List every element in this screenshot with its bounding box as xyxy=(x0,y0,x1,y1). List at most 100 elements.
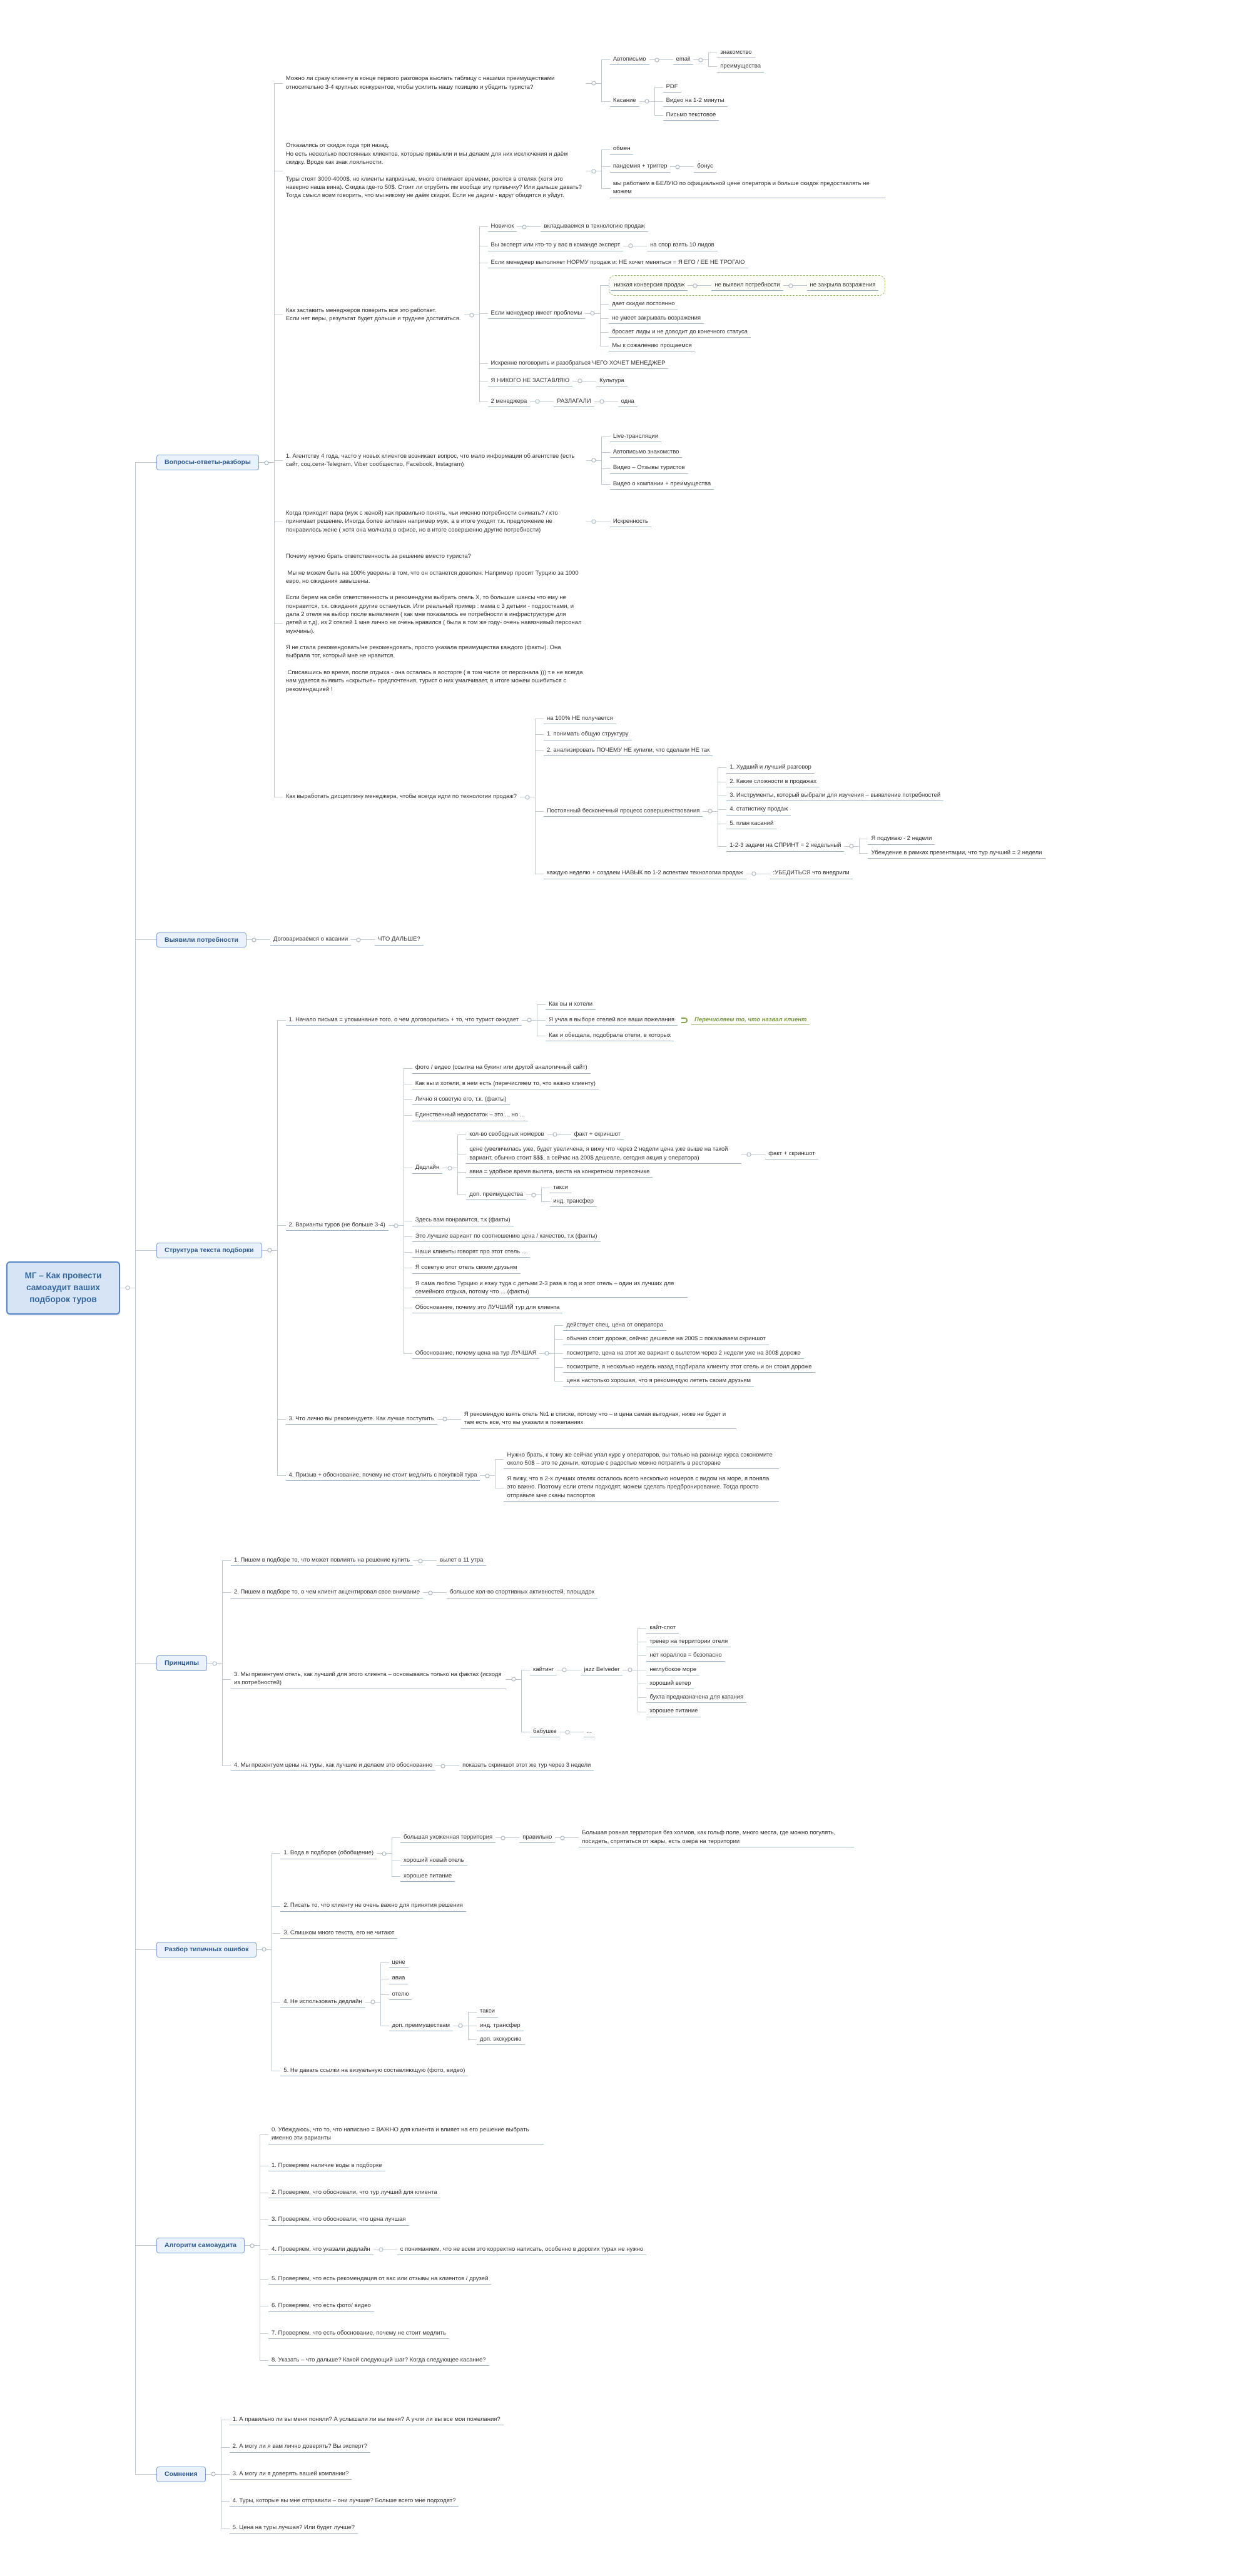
collapse-toggle-icon[interactable] xyxy=(591,519,596,524)
collapse-toggle-icon[interactable] xyxy=(599,399,604,404)
topic-node[interactable]: 2. Варианты туров (не больше 3-4) xyxy=(285,1220,389,1231)
topic-node[interactable]: цена настолько хорошая, что я рекомендую… xyxy=(563,1376,755,1387)
collapse-toggle-icon[interactable] xyxy=(447,1166,452,1171)
topic-node[interactable]: хорошее питание xyxy=(400,1871,455,1882)
topic-node[interactable]: 7. Проверяем, что есть обоснование, поче… xyxy=(268,2328,449,2339)
topic-node[interactable]: кайт-спот xyxy=(646,1623,679,1634)
topic-node[interactable]: Почему нужно брать ответственность за ре… xyxy=(285,552,583,693)
topic-node[interactable]: 4. Не использовать дедлайн xyxy=(280,1997,365,2008)
topic-node[interactable]: Я подумаю - 2 недели xyxy=(868,834,935,845)
topic-node[interactable]: Видео о компании + преимущества xyxy=(609,479,714,490)
collapse-toggle-icon[interactable] xyxy=(644,99,649,104)
topic-node[interactable]: 4. Призыв + обоснование, почему не стоит… xyxy=(285,1470,480,1482)
collapse-toggle-icon[interactable] xyxy=(440,1764,445,1769)
topic-node[interactable]: обычно стоит дороже, сейчас дешевле на 2… xyxy=(563,1334,769,1345)
topic-node[interactable]: 5. Проверяем, что есть рекомендация от в… xyxy=(268,2274,492,2285)
collapse-toggle-icon[interactable] xyxy=(370,1999,375,2004)
collapse-toggle-icon[interactable] xyxy=(531,1193,536,1198)
topic-node[interactable]: 5. план касаний xyxy=(726,819,777,829)
topic-node[interactable]: 4. Проверяем, что указали дедлайн xyxy=(268,2245,374,2255)
collapse-toggle-icon[interactable] xyxy=(211,2472,216,2477)
collapse-toggle-icon[interactable] xyxy=(379,2247,384,2252)
collapse-toggle-icon[interactable] xyxy=(628,243,633,248)
main-topic[interactable]: Выявили потребности xyxy=(156,932,246,948)
topic-node[interactable]: 2. Писать то, что клиенту не очень важно… xyxy=(280,1901,466,1912)
collapse-toggle-icon[interactable] xyxy=(628,1667,633,1672)
main-topic[interactable]: Вопросы-ответы-разборы xyxy=(156,455,259,470)
topic-node[interactable]: 3. Инструменты, который выбрали для изуч… xyxy=(726,790,944,802)
topic-node[interactable]: 1-2-3 задачи на СПРИНТ = 2 недельный xyxy=(726,841,845,852)
topic-node[interactable]: отелю xyxy=(389,1989,412,2000)
topic-node[interactable]: :УБЕДИТЬСЯ что внедрили xyxy=(770,868,853,879)
collapse-toggle-icon[interactable] xyxy=(577,378,582,383)
collapse-toggle-icon[interactable] xyxy=(591,81,596,86)
topic-node[interactable]: 2. Пишем в подборе то, о чем клиент акце… xyxy=(230,1587,423,1599)
topic-node[interactable]: Обоснование, почему это ЛУЧШИЙ тур для к… xyxy=(412,1303,563,1314)
topic-node[interactable]: 3. Проверяем, что обосновали, что цена л… xyxy=(268,2215,409,2226)
topic-node[interactable]: PDF xyxy=(663,82,681,93)
collapse-toggle-icon[interactable] xyxy=(591,458,596,463)
collapse-toggle-icon[interactable] xyxy=(522,225,527,230)
topic-node[interactable]: Если менеджер имеет проблемы xyxy=(487,308,586,319)
topic-node[interactable]: факт + скриншот xyxy=(571,1129,624,1140)
topic-node[interactable]: Касание xyxy=(609,96,639,107)
topic-node[interactable]: 3. Мы презентуем отель, как лучший для э… xyxy=(230,1670,506,1689)
topic-node[interactable]: Это лучшие вариант по соотношению цена /… xyxy=(412,1231,601,1242)
topic-node[interactable]: Можно ли сразу клиенту в конце первого р… xyxy=(285,75,556,91)
topic-node[interactable]: дает скидки постоянно xyxy=(609,299,678,310)
topic-node[interactable]: на спор взять 10 лидов xyxy=(647,240,718,251)
collapse-toggle-icon[interactable] xyxy=(418,1558,423,1563)
topic-node[interactable]: правильно xyxy=(519,1832,556,1844)
topic-node[interactable]: Я советую этот отель своим друзьям xyxy=(412,1263,521,1274)
main-topic[interactable]: Структура текста подборки xyxy=(156,1242,262,1258)
topic-node[interactable]: Я сама люблю Турцию и езжу туда с детьми… xyxy=(412,1279,688,1298)
collapse-toggle-icon[interactable] xyxy=(382,1851,387,1856)
topic-node[interactable]: большое кол-во спортивных активностей, п… xyxy=(447,1587,597,1599)
topic-node[interactable]: кол-во свободных номеров xyxy=(466,1129,547,1140)
topic-node[interactable]: Мы к сожалению прощаемся xyxy=(609,341,695,352)
root-topic[interactable]: МГ – Как провести самоаудит ваших подбор… xyxy=(6,1261,120,1315)
topic-node[interactable]: бонус xyxy=(694,161,716,173)
topic-node[interactable]: тренер на территории отеля xyxy=(646,1637,731,1648)
collapse-toggle-icon[interactable] xyxy=(252,937,257,942)
topic-node[interactable]: обмен xyxy=(609,144,634,155)
topic-node[interactable]: Я рекомендую взять отель №1 в списке, по… xyxy=(460,1410,736,1429)
collapse-toggle-icon[interactable] xyxy=(698,58,703,63)
topic-node[interactable]: с пониманием, что не всем это корректно … xyxy=(397,2245,647,2255)
topic-node[interactable]: Я вижу, что в 2-х лучших отелях осталось… xyxy=(504,1474,780,1502)
collapse-toggle-icon[interactable] xyxy=(458,2023,463,2028)
topic-node[interactable]: Единственный недостаток – это..., но ... xyxy=(412,1110,528,1121)
topic-node[interactable]: 3. А могу ли я доверять вашей компании? xyxy=(229,2469,352,2480)
topic-node[interactable]: Вы эксперт или кто-то у вас в команде эк… xyxy=(487,240,624,251)
topic-node[interactable]: 1. Проверяем наличие воды в подборке xyxy=(268,2161,385,2172)
collapse-toggle-icon[interactable] xyxy=(356,937,361,942)
collapse-toggle-icon[interactable] xyxy=(751,871,756,876)
collapse-toggle-icon[interactable] xyxy=(788,283,793,288)
collapse-toggle-icon[interactable] xyxy=(746,1152,751,1157)
topic-node[interactable]: кайтинг xyxy=(529,1665,557,1675)
collapse-toggle-icon[interactable] xyxy=(501,1836,506,1841)
collapse-toggle-icon[interactable] xyxy=(525,795,530,800)
topic-node[interactable]: 2. Какие сложности в продажах xyxy=(726,777,820,787)
topic-node[interactable]: 3. Слишком много текста, его не читают xyxy=(280,1928,398,1939)
topic-node[interactable]: 2. А могу ли я вам лично доверять? Вы эк… xyxy=(229,2442,370,2453)
collapse-toggle-icon[interactable] xyxy=(693,283,698,288)
collapse-toggle-icon[interactable] xyxy=(485,1473,490,1478)
topic-node[interactable]: Договариваемся о касании xyxy=(270,934,352,946)
topic-node[interactable]: Видео – Отзывы туристов xyxy=(609,463,688,474)
topic-node[interactable]: Как и обещала, подобрала отели, в которы… xyxy=(546,1031,674,1042)
topic-node[interactable]: 2 менеджера xyxy=(487,397,531,407)
collapse-toggle-icon[interactable] xyxy=(591,169,596,174)
topic-node[interactable]: 8. Указать – что дальше? Какой следующий… xyxy=(268,2355,489,2366)
topic-node[interactable]: Обоснование, почему цена на тур ЛУЧШАЯ xyxy=(412,1348,540,1359)
collapse-toggle-icon[interactable] xyxy=(675,164,680,169)
topic-node[interactable]: посмотрите, цена на этот же вариант с вы… xyxy=(563,1348,804,1359)
topic-node[interactable]: доп. преимуществам xyxy=(389,2021,454,2032)
topic-node[interactable]: Лично я советую его, т.к. (факты) xyxy=(412,1094,510,1106)
topic-node[interactable]: Как заставить менеджеров поверить все эт… xyxy=(285,306,461,323)
topic-node[interactable]: 1. А правильно ли вы меня поняли? А услы… xyxy=(229,2415,504,2426)
topic-node[interactable]: Автописьмо знакомство xyxy=(609,447,683,458)
topic-node[interactable]: инд. трансфер xyxy=(550,1196,597,1208)
topic-node[interactable]: доп. экскурсию xyxy=(477,2034,525,2046)
collapse-toggle-icon[interactable] xyxy=(535,399,540,404)
